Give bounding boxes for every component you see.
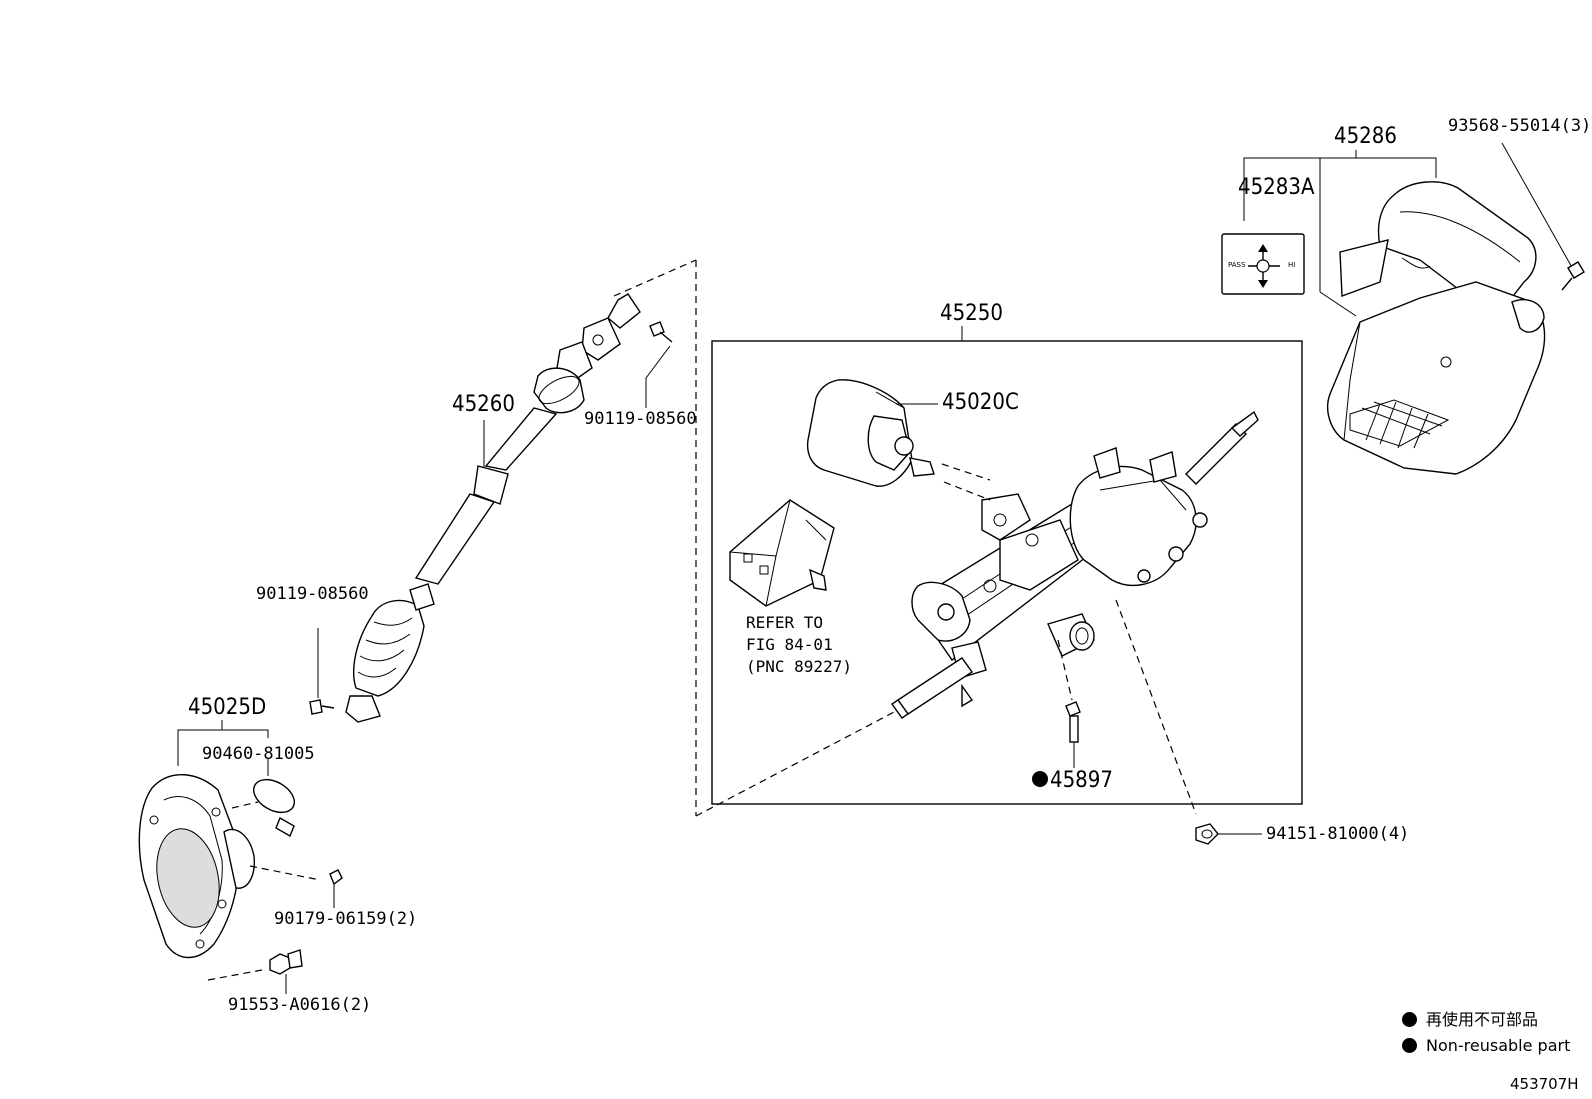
non-reusable-dot	[1032, 771, 1048, 787]
90119-bolt-left	[309, 628, 335, 715]
refer-module	[729, 499, 835, 607]
refer-line-2: FIG 84-01	[746, 635, 833, 654]
label-91553-A0616: 91553-A0616(2)	[228, 995, 372, 1015]
legend-en: Non-reusable part	[1402, 1038, 1570, 1054]
label-94151-81000: 94151-81000(4)	[1266, 824, 1410, 844]
label-90119-08560-left: 90119-08560	[256, 584, 369, 604]
legend-dot	[1402, 1038, 1417, 1053]
label-45250: 45250	[940, 301, 1003, 326]
label-93568-55014: 93568-55014(3)	[1448, 116, 1592, 136]
label-90119-08560-top: 90119-08560	[584, 409, 697, 429]
label-45286: 45286	[1334, 124, 1397, 149]
dust-cover-assembly	[138, 720, 343, 994]
legend-dot	[1402, 1012, 1417, 1027]
label-45897-text: 45897	[1050, 768, 1113, 793]
label-45025D: 45025D	[188, 695, 267, 720]
90119-bolt-top	[645, 321, 673, 408]
column-cover-assembly	[1243, 142, 1585, 475]
intermediate-shaft	[345, 293, 641, 723]
legend-en-text: Non-reusable part	[1426, 1036, 1571, 1055]
45283A-label-plate	[1221, 233, 1305, 295]
94151-nut	[1195, 823, 1262, 845]
refer-line-3: (PNC 89227)	[746, 657, 852, 676]
label-45897: 45897	[1032, 770, 1113, 792]
legend-jp: 再使用不可部品	[1402, 1012, 1538, 1028]
label-plate-hi: HI	[1288, 261, 1296, 269]
legend-jp-text: 再使用不可部品	[1426, 1010, 1539, 1029]
refer-line-1: REFER TO	[746, 613, 824, 632]
label-90179-06159: 90179-06159(2)	[274, 909, 418, 929]
label-90460-81005: 90460-81005	[202, 744, 315, 764]
label-45260: 45260	[452, 392, 515, 417]
steering-column	[891, 410, 1259, 815]
label-plate-pass: PASS	[1228, 261, 1246, 269]
label-45020C: 45020C	[942, 390, 1019, 415]
label-45283A: 45283A	[1238, 175, 1315, 200]
steering-lock-housing	[806, 379, 938, 487]
45250-group-box	[613, 259, 1303, 817]
figure-id: 453707H	[1510, 1075, 1579, 1093]
45897-bolt	[1065, 701, 1081, 768]
